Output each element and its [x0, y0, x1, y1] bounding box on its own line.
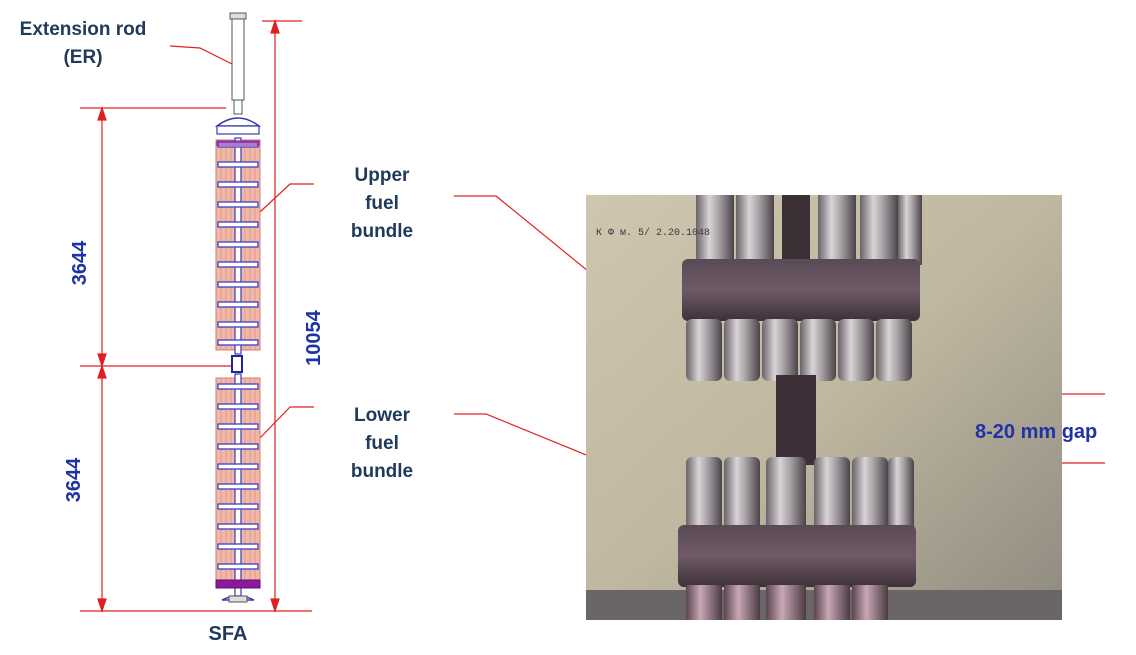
upper-label-line3: bundle: [350, 221, 414, 242]
lower-bundle-dimension: 3644: [63, 457, 85, 503]
lower-label-line2: fuel: [365, 433, 399, 454]
extension-rod-label-line2: (ER): [63, 47, 103, 68]
central-rod: [776, 375, 816, 465]
bundle-connector: [231, 355, 243, 373]
gap-label: 8-20 mm gap: [975, 421, 1098, 443]
upper-fuel-bundle-drawing: [214, 117, 262, 355]
upper-end-cap: [216, 140, 260, 146]
upper-rods: [696, 195, 922, 265]
upper-label-line2: fuel: [365, 193, 399, 214]
fuel-bundle-photo: К Ф м. 5/ 2.20.1048: [586, 195, 1062, 620]
lower-label-line1: Lower: [354, 405, 410, 426]
photo-timestamp: К Ф м. 5/ 2.20.1048: [596, 227, 710, 239]
upper-fuel-bundle-label: Upper fuel bundle: [320, 162, 444, 246]
lower-spacer-band: [678, 525, 916, 587]
extension-rod-label: Extension rod (ER): [8, 16, 158, 72]
lower-label-line3: bundle: [350, 461, 414, 482]
upper-rod-ends: [686, 319, 912, 381]
sfa-label: SFA: [208, 623, 248, 645]
lower-rods: [686, 585, 888, 620]
extension-rod-label-line1: Extension rod: [19, 19, 147, 40]
dimension-lines: [80, 19, 314, 613]
lower-fuel-bundle-drawing: [215, 373, 261, 603]
upper-bundle-dimension: 3644: [69, 240, 91, 286]
upper-spacer-band: [682, 259, 920, 321]
total-length-dimension: 10054: [303, 310, 325, 366]
extension-rod: [229, 12, 247, 115]
lower-rod-tops: [686, 457, 914, 537]
upper-label-line1: Upper: [354, 165, 410, 186]
lower-fuel-bundle-label: Lower fuel bundle: [320, 402, 444, 486]
